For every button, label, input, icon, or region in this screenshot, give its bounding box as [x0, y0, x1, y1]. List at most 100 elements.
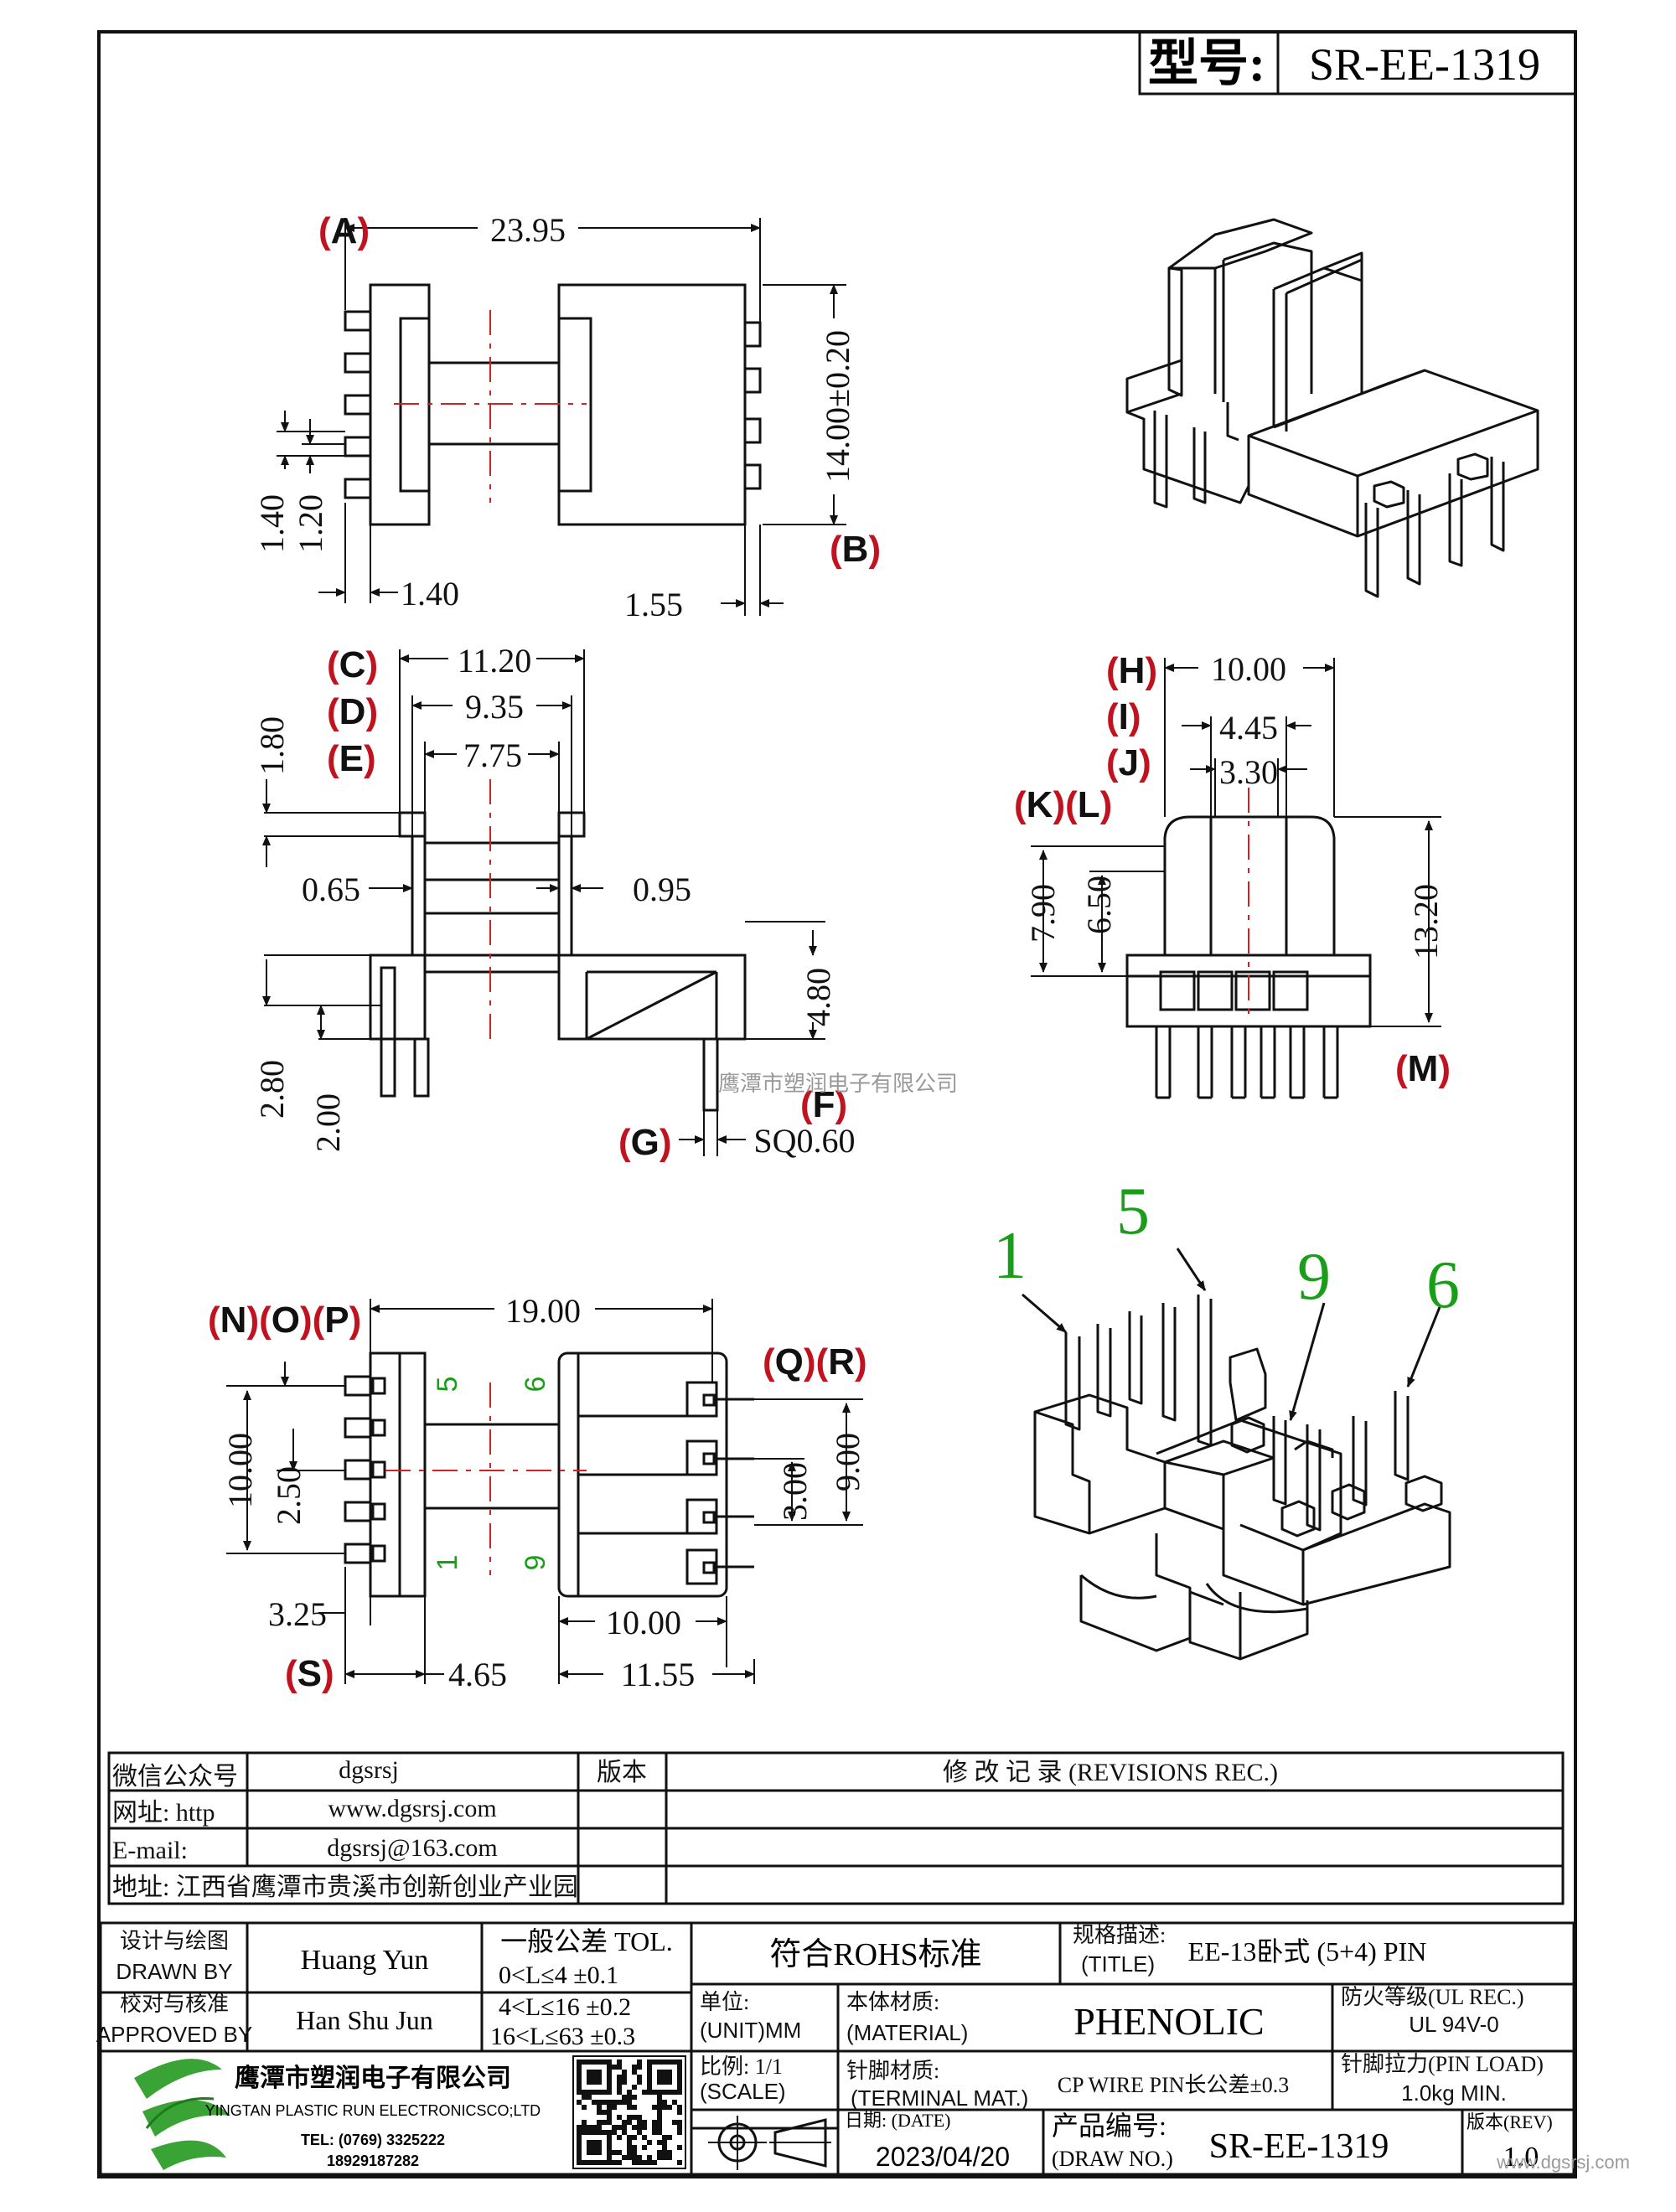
rev-label: 版本(REV) — [1466, 2111, 1553, 2132]
side-view-dimensions — [1031, 658, 1441, 1027]
label-m: (M) — [1395, 1048, 1451, 1089]
draw-no-label-cn: 产品编号: — [1052, 2111, 1166, 2141]
label-i: (I) — [1106, 696, 1141, 737]
pin-6-label: 6 — [520, 1377, 551, 1393]
company-name-en: YINGTAN PLASTIC RUN ELECTRONICSCO;LTD — [205, 2102, 541, 2119]
bottom-view-dimensions — [226, 1299, 863, 1684]
dim-m-value: 13.20 — [1407, 884, 1445, 959]
drawn-by-name: Huang Yun — [301, 1945, 429, 1976]
rev-value: 1.0 — [1503, 2142, 1539, 2173]
terminal-label-en: (TERMINAL MAT.) — [851, 2085, 1028, 2111]
outer-frame — [97, 30, 1577, 2178]
front-view-labels: (C) 11.20 (D) 9.35 (E) 7.75 1.80 0.65 0.… — [253, 642, 856, 1163]
label-g: (G) — [618, 1122, 672, 1163]
projection-symbol-icon — [708, 2116, 831, 2170]
watermark-company: 鹰潭市塑润电子有限公司 — [718, 1071, 958, 1096]
dim-300: 3.00 — [776, 1462, 814, 1521]
draw-no-value: SR-EE-1319 — [1209, 2127, 1389, 2166]
side-view-labels: (H) 10.00 (I) 4.45 (J) 3.30 (K)(L) 7.90 … — [1014, 650, 1451, 1089]
dim-e-value: 7.75 — [463, 736, 522, 774]
bottom-view-labels: (N)(O)(P) 19.00 10.00 2.50 (Q)(R) 9.00 3… — [208, 1292, 867, 1694]
date-value: 2023/04/20 — [876, 2142, 1010, 2172]
company-tel: TEL: (0769) 3325222 — [301, 2132, 445, 2148]
dim-250: 2.50 — [270, 1466, 308, 1525]
label-s: (S) — [285, 1653, 334, 1694]
dim-g-value: SQ0.60 — [753, 1122, 855, 1160]
website-label: 网址: http — [112, 1799, 215, 1827]
dim-140-h: 1.40 — [401, 575, 459, 612]
dim-c-value: 11.20 — [458, 642, 532, 680]
front-view-dimensions — [262, 649, 825, 1156]
dim-095: 0.95 — [633, 871, 691, 908]
title-block-text: 设计与绘图 DRAWN BY Huang Yun 校对与核准 APPROVED … — [96, 1923, 1630, 2173]
dim-b-value: 14.00±0.20 — [819, 330, 856, 483]
unit-label-en: (UNIT)MM — [700, 2018, 801, 2043]
top-view-labels: (A) 23.95 14.00±0.20 (B) 1.40 1.20 1.40 … — [253, 210, 881, 623]
tolerance-row-1: 0<L≤4 ±0.1 — [499, 1961, 618, 1989]
dim-pin-pitch-140: 1.40 — [253, 494, 291, 553]
dim-h-value: 10.00 — [1211, 650, 1286, 688]
isometric-view-top — [1125, 218, 1539, 598]
side-view — [1125, 788, 1372, 1099]
dim-qr-value: 9.00 — [829, 1433, 866, 1491]
label-qr: (Q)(R) — [763, 1341, 867, 1382]
wechat-label: 微信公众号 — [112, 1763, 238, 1791]
model-number-box: 型号: SR-EE-1319 — [1138, 30, 1577, 96]
revisions-header: 修 改 记 录 (REVISIONS REC.) — [943, 1759, 1278, 1786]
label-e: (E) — [327, 738, 376, 779]
dim-155: 1.55 — [624, 586, 683, 623]
terminal-label-cn: 针脚材质: — [846, 2059, 939, 2083]
scale-label-en: (SCALE) — [700, 2079, 786, 2104]
fire-rating-value: UL 94V-0 — [1409, 2012, 1498, 2037]
contact-revision-table — [107, 1751, 1565, 1905]
title-label-cn: 规格描述: — [1073, 1923, 1166, 1947]
material-label-cn: 本体材质: — [846, 1990, 939, 2014]
pin-load-label: 针脚拉力(PIN LOAD) — [1341, 2052, 1544, 2076]
dim-pin-width-120: 1.20 — [292, 494, 329, 553]
email-value: dgsrsj@163.com — [327, 1834, 497, 1862]
bottom-view — [344, 1351, 754, 1598]
dim-l-value: 6.50 — [1080, 876, 1118, 934]
scale-label-cn: 比例: 1/1 — [700, 2054, 783, 2079]
tolerance-row-3: 16<L≤63 ±0.3 — [490, 2023, 635, 2050]
title-label-en: (TITLE) — [1081, 1951, 1155, 1977]
qr-code-icon — [572, 2055, 686, 2169]
dim-065: 0.65 — [302, 871, 360, 908]
label-f: (F) — [800, 1084, 847, 1125]
dim-i-value: 4.45 — [1219, 709, 1278, 747]
website-value: www.dgsrsj.com — [328, 1795, 496, 1822]
email-label: E-mail: — [112, 1837, 188, 1864]
fire-rating-label: 防火等级(UL REC.) — [1341, 1985, 1524, 2009]
company-name-cn: 鹰潭市塑润电子有限公司 — [235, 2064, 511, 2092]
pin-load-value: 1.0kg MIN. — [1401, 2080, 1507, 2106]
material-label-en: (MATERIAL) — [846, 2020, 968, 2045]
contact-revision-text: 微信公众号 dgsrsj 网址: http www.dgsrsj.com E-m… — [112, 1756, 1278, 1901]
callout-pin-9: 9 — [1297, 1240, 1331, 1314]
model-label: 型号: — [1148, 36, 1265, 91]
label-j: (J) — [1106, 742, 1151, 783]
dim-nop-value: 19.00 — [505, 1292, 581, 1330]
drawn-by-en: DRAWN BY — [116, 1959, 232, 1984]
dim-f-value: 4.80 — [799, 968, 837, 1026]
dim-280: 2.80 — [253, 1060, 291, 1119]
pin-9-label: 9 — [520, 1555, 551, 1571]
pin-callouts — [1022, 1248, 1441, 1421]
label-d: (D) — [327, 691, 378, 732]
company-logo — [134, 2059, 230, 2170]
material-value: PHENOLIC — [1073, 2000, 1264, 2043]
dim-1000-h: 10.00 — [606, 1604, 681, 1641]
terminal-value: CP WIRE PIN长公差±0.3 — [1058, 2073, 1289, 2097]
label-h: (H) — [1106, 650, 1157, 691]
pin-5-label: 5 — [432, 1377, 463, 1393]
callout-pin-1: 1 — [993, 1219, 1027, 1293]
dim-d-value: 9.35 — [465, 688, 524, 726]
drawn-by-cn: 设计与绘图 — [120, 1929, 229, 1953]
unit-label-cn: 单位: — [700, 1990, 749, 2014]
pin-1-label: 1 — [432, 1555, 463, 1571]
callout-pin-6: 6 — [1426, 1248, 1460, 1322]
dim-180: 1.80 — [253, 716, 291, 775]
callout-pin-5: 5 — [1116, 1175, 1150, 1248]
label-nop: (N)(O)(P) — [208, 1300, 361, 1341]
